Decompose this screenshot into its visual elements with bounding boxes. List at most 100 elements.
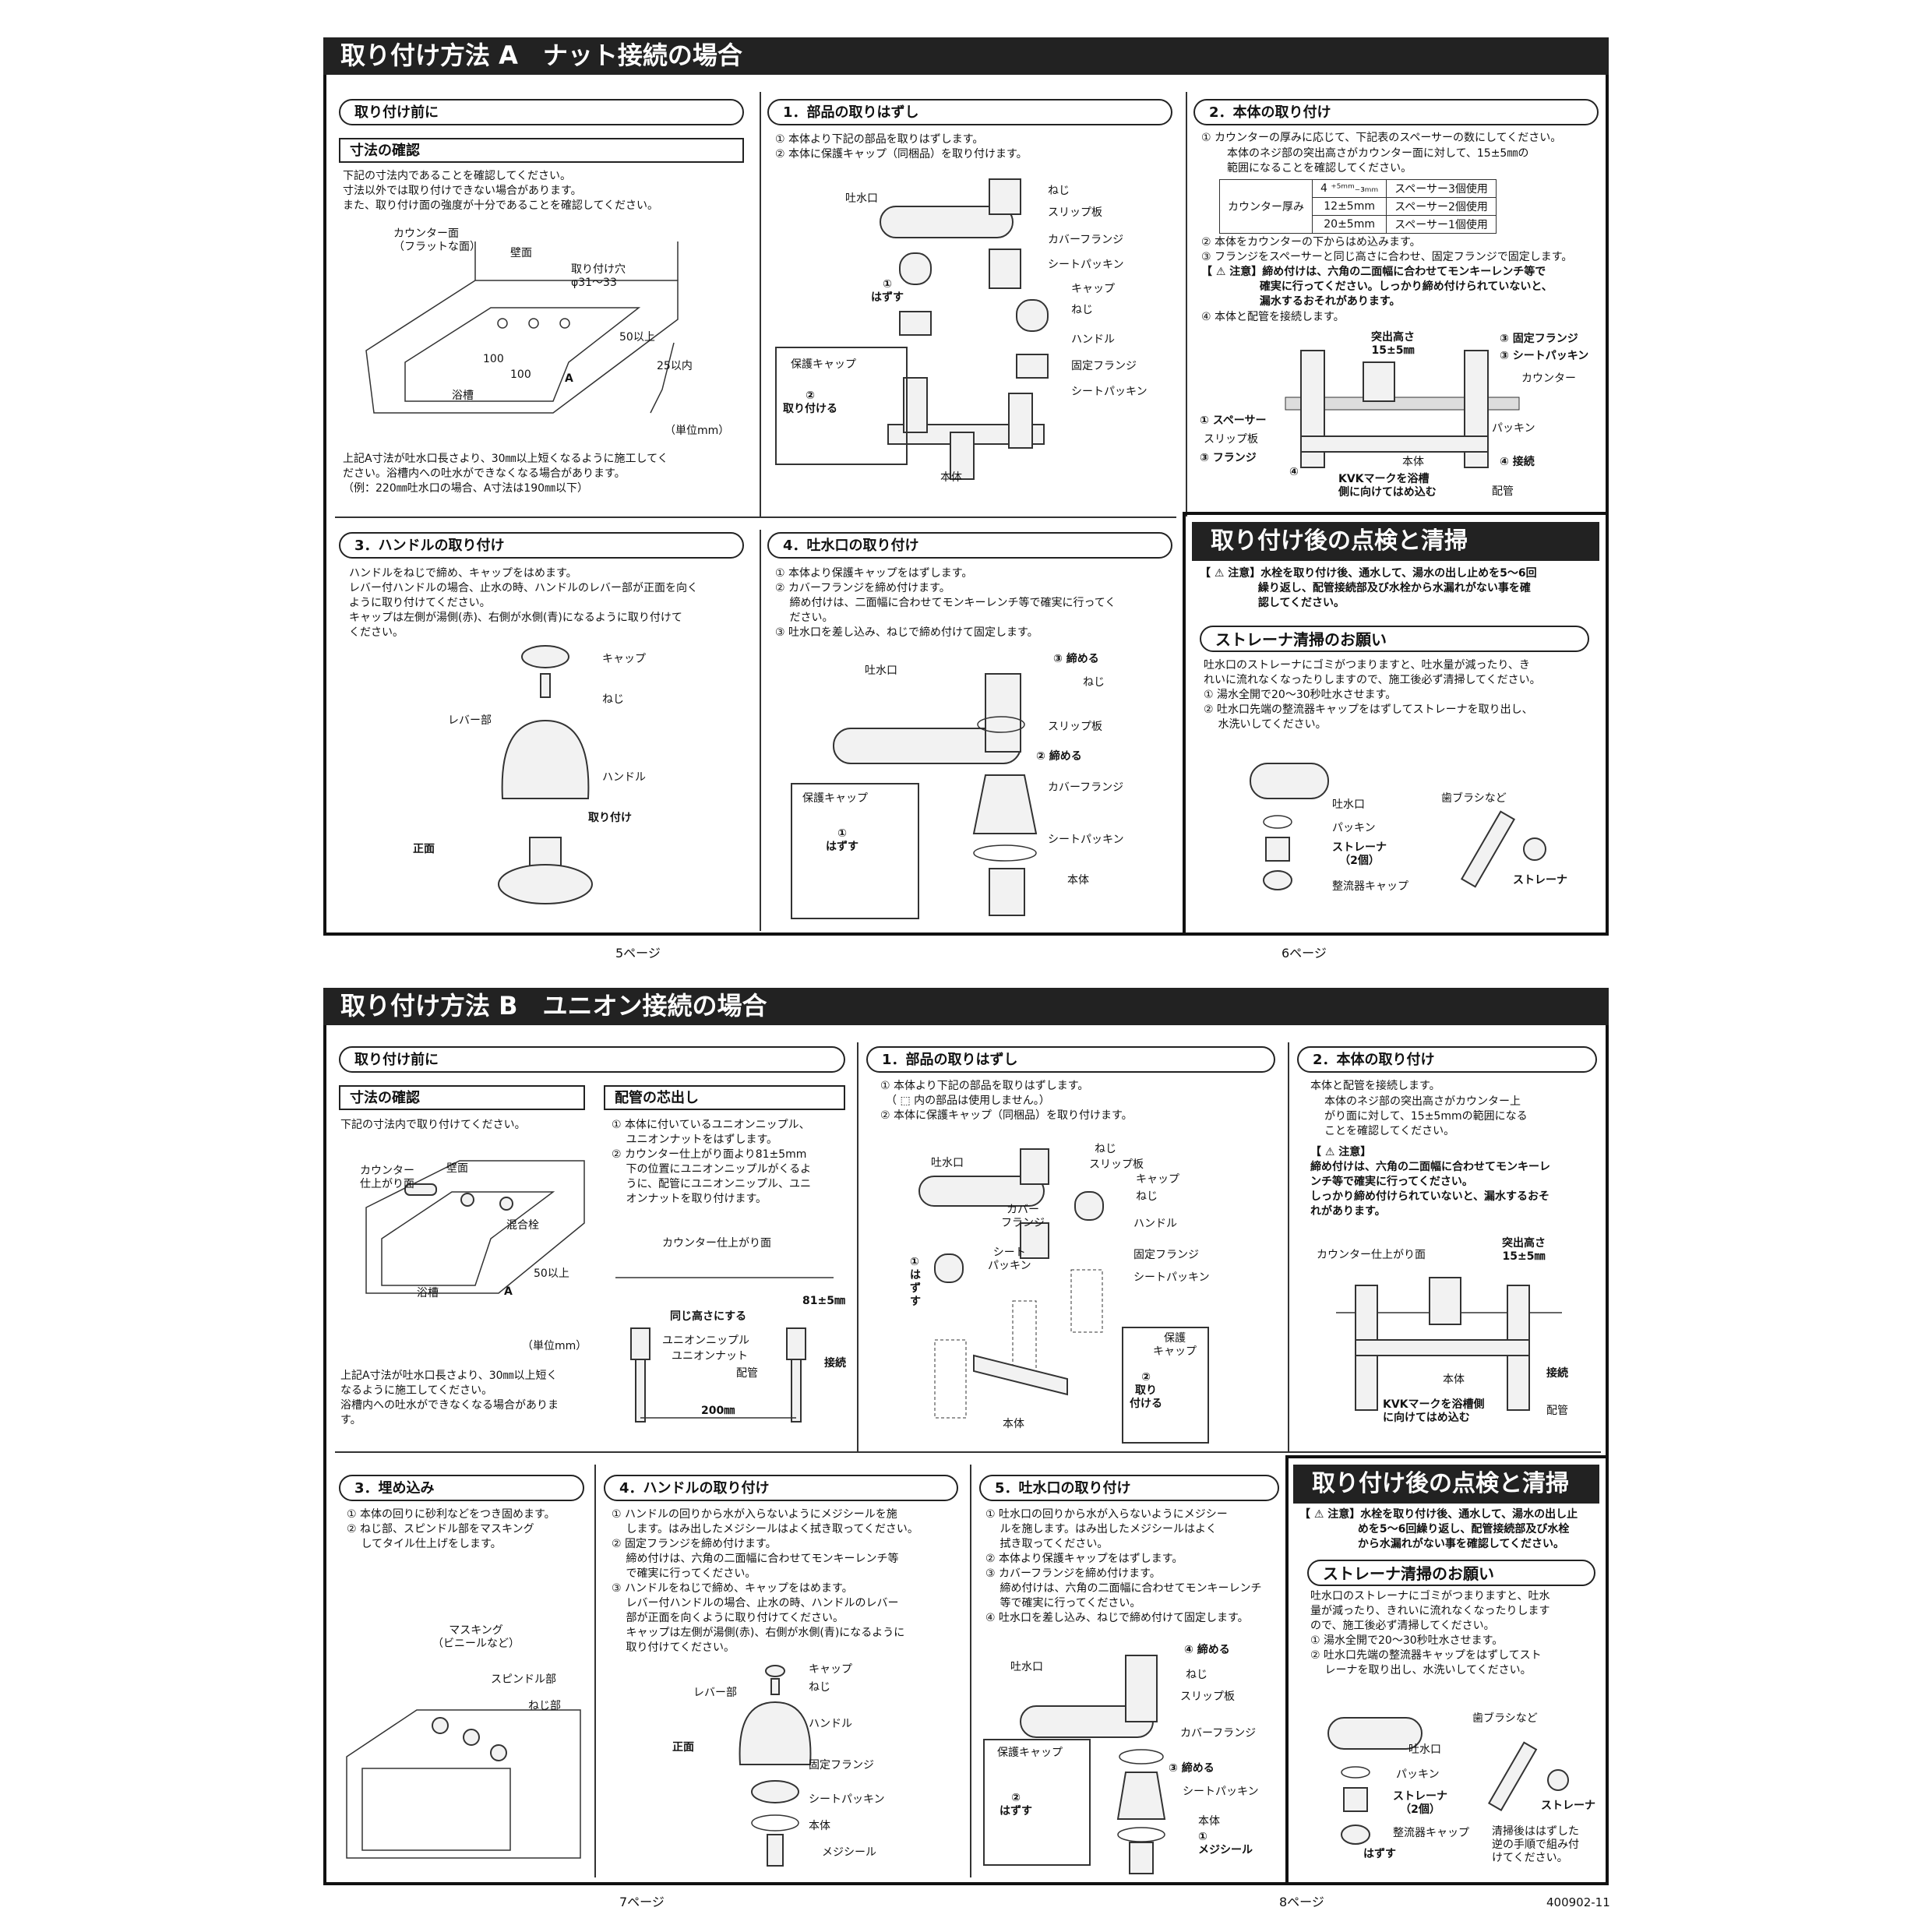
- step3-text-a: ハンドルをねじで締め、キャップをはめます。 レバー付ハンドルの場合、止水の時、ハ…: [349, 567, 698, 639]
- label-counter-a: カウンター面 （フラットな面）: [393, 227, 481, 253]
- s1a-label-seat: シートパッキン: [1048, 259, 1124, 271]
- strainer-diagram-a: [1250, 763, 1546, 890]
- s1a-label-fix: 固定フランジ: [1071, 360, 1137, 372]
- s1b-body: 本体: [1003, 1418, 1024, 1430]
- after-title-b: 取り付け後の点検と清掃: [1293, 1465, 1599, 1504]
- step3-pill-a: 3．ハンドルの取り付け: [339, 532, 744, 559]
- after-text-b: 吐水口のストレーナにゴミがつまりますと、吐水 量が減ったり、きれいに流れなくなっ…: [1310, 1590, 1550, 1676]
- before-pill-b: 取り付け前に: [339, 1046, 845, 1073]
- s2a-connect: ④ 接続: [1500, 456, 1535, 468]
- s2a-body: 本体: [1402, 456, 1424, 468]
- s2a-pipe: 配管: [1492, 485, 1514, 498]
- s2b-pipe: 配管: [1546, 1405, 1568, 1417]
- s2a-n4: ④: [1289, 466, 1299, 478]
- s1b-attach: ② 取り 付ける: [1130, 1371, 1162, 1410]
- s5a-strainer: ストレーナ （2個）: [1332, 841, 1387, 867]
- b-label-counter: カウンター 仕上がり面: [360, 1165, 414, 1190]
- pipe-center-box-b: 配管の芯出し: [604, 1085, 845, 1110]
- s5a-strainer2: ストレーナ: [1513, 874, 1567, 887]
- s1a-label-cover: カバーフランジ: [1048, 234, 1124, 246]
- step2-diagram-b: [1336, 1277, 1562, 1411]
- s4b-body: 本体: [809, 1820, 830, 1832]
- after-title-a: 取り付け後の点検と清掃: [1192, 522, 1599, 561]
- step2-text3-a: ④ 本体と配管を接続します。: [1201, 311, 1345, 323]
- s6b-cap: 整流器キャップ: [1393, 1827, 1469, 1839]
- step1-parts-diagram-b: [918, 1148, 1104, 1419]
- s1b-cap-box: 保護 キャップ: [1153, 1332, 1197, 1358]
- s1b-screw2: ねじ: [1136, 1190, 1158, 1203]
- dimension-box-a: 寸法の確認: [339, 138, 744, 163]
- step2-diagram-a: [1285, 350, 1520, 468]
- s4b-seat: シートパッキン: [809, 1793, 885, 1806]
- s5b-spout: 吐水口: [1010, 1661, 1043, 1673]
- s2a-fix: ③ 固定フランジ: [1500, 333, 1578, 345]
- after-warn-b: 【 ⚠ 注意】水栓を取り付け後、通水して、湯水の出し止 めを5〜6回繰り返し、配…: [1299, 1508, 1578, 1550]
- s4a-spout: 吐水口: [865, 665, 897, 677]
- s2b-connect: 接続: [1546, 1367, 1568, 1380]
- s1a-cap-label: 保護キャップ: [791, 358, 856, 371]
- s4a-slip: スリップ板: [1048, 721, 1102, 733]
- s4a-seat: シートパッキン: [1048, 834, 1124, 846]
- counter-diagram-a: [365, 242, 679, 414]
- s5a-packing: パッキン: [1332, 822, 1376, 834]
- s4b-seal: メジシール: [822, 1846, 876, 1859]
- s1a-label-cap: キャップ: [1071, 283, 1115, 295]
- b-label-a: A: [504, 1285, 513, 1298]
- s1b-cap: キャップ: [1136, 1173, 1179, 1186]
- label-50-a: 50以上: [619, 331, 655, 344]
- b-pipe-pipe: 配管: [736, 1367, 758, 1380]
- s2a-flange: ③ フランジ: [1200, 452, 1257, 464]
- step3-text-b: ① 本体の回りに砂利などをつき固めます。 ② ねじ部、スピンドル部をマスキング …: [347, 1508, 555, 1550]
- s1a-label-seat2: シートパッキン: [1071, 386, 1148, 398]
- s4a-cover: カバーフランジ: [1048, 781, 1124, 794]
- step2-text1-a: ① カウンターの厚みに応じて、下記表のスペーサーの数にしてください。: [1201, 132, 1562, 144]
- step1-parts-diagram-a: [880, 178, 1049, 480]
- s1b-cover: カバー フランジ: [1001, 1204, 1045, 1229]
- step5-pill-b: 5．吐水口の取り付け: [979, 1475, 1279, 1501]
- s3a-attach: 取り付け: [588, 812, 632, 824]
- b-pipe-counter: カウンター仕上がり面: [662, 1237, 771, 1250]
- s1b-slip: スリップ板: [1089, 1158, 1144, 1171]
- b-label-mixer: 混合栓: [506, 1219, 539, 1232]
- s3a-front: 正面: [413, 843, 435, 855]
- b-label-tub: 浴槽: [417, 1287, 439, 1299]
- after-check-box-a: [1183, 512, 1609, 936]
- s2a-protrude: 突出高さ 15±5㎜: [1371, 331, 1415, 357]
- s3a-cap: キャップ: [602, 653, 646, 665]
- s1b-spout: 吐水口: [931, 1157, 964, 1169]
- s2b-body: 本体: [1443, 1373, 1465, 1386]
- step2-pill-a: 2．本体の取り付け: [1193, 99, 1599, 125]
- s4b-screw: ねじ: [809, 1681, 830, 1694]
- s6b-packing: パッキン: [1396, 1768, 1440, 1781]
- s1a-label-spout: 吐水口: [845, 192, 878, 205]
- b-pipe-200: 200㎜: [701, 1405, 735, 1417]
- before-pill-a: 取り付け前に: [339, 99, 744, 125]
- s1b-screw: ねじ: [1095, 1143, 1116, 1155]
- s1b-seat: シート パッキン: [988, 1246, 1031, 1272]
- s1b-seat2: シートパッキン: [1133, 1271, 1210, 1284]
- s4b-front: 正面: [672, 1741, 694, 1754]
- b-label-wall: 壁面: [446, 1162, 468, 1175]
- s5a-cap: 整流器キャップ: [1332, 880, 1408, 893]
- spout-diagram-a: [833, 673, 1038, 916]
- s4a-tighten3: ③ 締める: [1053, 653, 1099, 665]
- s4b-lever: レバー部: [693, 1687, 737, 1699]
- s5b-remove: ② はずす: [999, 1792, 1032, 1817]
- handle-diagram-b: [739, 1665, 812, 1867]
- after-warn-a: 【 ⚠ 注意】水栓を取り付け後、通水して、湯水の出し止めを5〜6回 繰り返し、配…: [1200, 567, 1537, 609]
- before-text-a: 下記の寸法内であることを確認してください。 寸法以外では取り付けできない場合があ…: [343, 170, 659, 212]
- s5b-body: 本体: [1198, 1815, 1220, 1828]
- s1a-label-slip: スリップ板: [1048, 206, 1102, 219]
- s3a-screw: ねじ: [602, 693, 624, 706]
- page-6: 6ページ: [1282, 946, 1327, 961]
- step4-text-b: ① ハンドルの回りから水が入らないようにメジシールを施 します。はみ出したメジシ…: [612, 1508, 918, 1654]
- s1b-remove: ① はずす: [910, 1256, 921, 1308]
- s2a-seat: ③ シートパッキン: [1500, 350, 1589, 362]
- step4-pill-b: 4．ハンドルの取り付け: [604, 1475, 958, 1501]
- step1-text-a: ① 本体より下記の部品を取りはずします。 ② 本体に保護キャップ（同梱品）を取り…: [775, 133, 1028, 160]
- strainer-pill-b: ストレーナ清掃のお願い: [1307, 1560, 1595, 1586]
- handle-diagram-a: [498, 645, 593, 904]
- after-text-a: 吐水口のストレーナにゴミがつまりますと、吐水量が減ったり、き れいに流れなくなっ…: [1204, 659, 1541, 731]
- s4a-screw: ねじ: [1083, 676, 1105, 689]
- label-100b: 100: [510, 368, 531, 381]
